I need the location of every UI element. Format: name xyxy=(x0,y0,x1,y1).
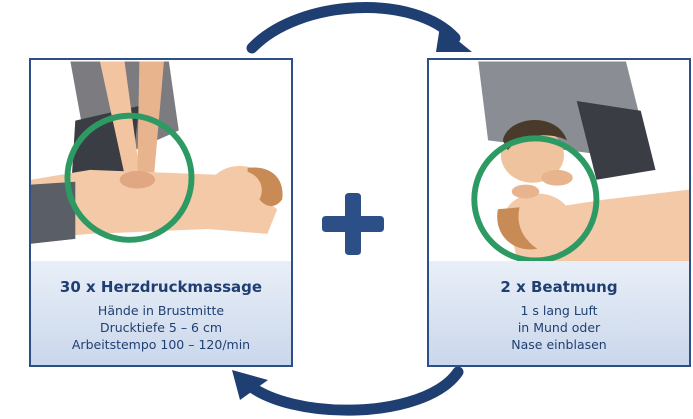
rescue-breathing-panel: 2 x Beatmung 1 s lang Luft in Mund oder … xyxy=(427,58,691,367)
compression-caption: 30 x Herzdruckmassage Hände in Brustmitt… xyxy=(31,261,291,365)
chest-compression-panel: 30 x Herzdruckmassage Hände in Brustmitt… xyxy=(29,58,293,367)
compression-line-1: Hände in Brustmitte xyxy=(31,302,291,319)
breathing-caption: 2 x Beatmung 1 s lang Luft in Mund oder … xyxy=(429,261,689,365)
compression-line-3: Arbeitstempo 100 – 120/min xyxy=(31,336,291,353)
breathing-line-3: Nase einblasen xyxy=(429,336,689,353)
chest-compression-illustration xyxy=(31,60,291,265)
breathing-line-1: 1 s lang Luft xyxy=(429,302,689,319)
plus-icon xyxy=(322,193,384,255)
curved-arrow-left-icon xyxy=(210,360,470,419)
curved-arrow-right-icon xyxy=(240,0,480,60)
compression-title: 30 x Herzdruckmassage xyxy=(31,278,291,296)
breathing-line-2: in Mund oder xyxy=(429,319,689,336)
compression-line-2: Drucktiefe 5 – 6 cm xyxy=(31,319,291,336)
rescue-breathing-illustration xyxy=(429,60,689,265)
breathing-title: 2 x Beatmung xyxy=(429,278,689,296)
